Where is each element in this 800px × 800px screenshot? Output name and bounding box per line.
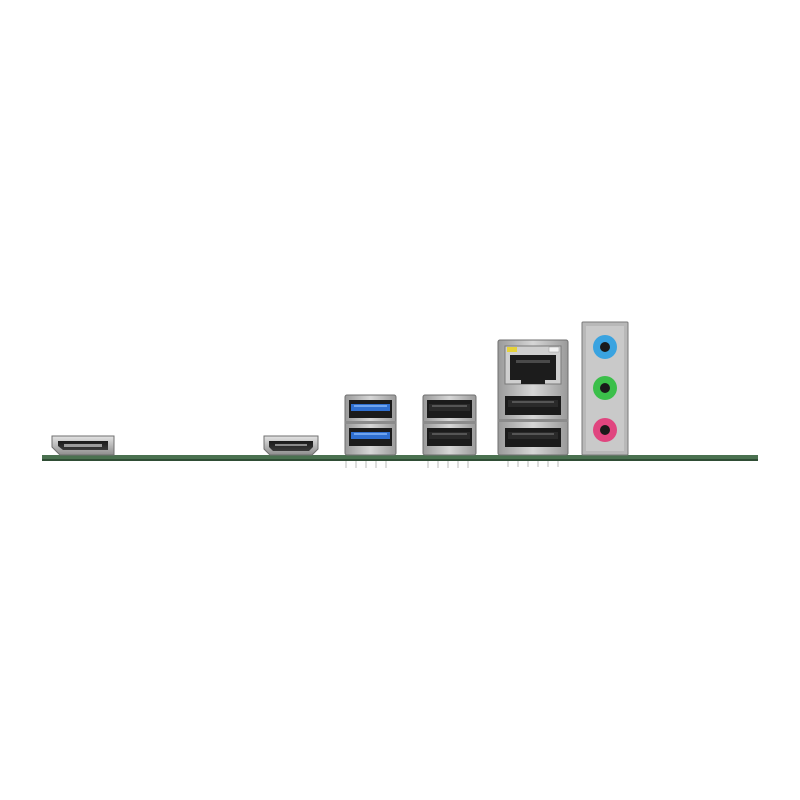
hdmi-icon <box>263 435 319 456</box>
lan-led-right <box>548 346 560 353</box>
usb-icon <box>427 428 472 446</box>
pcb-surface <box>42 455 758 459</box>
usb3-port-stack <box>344 394 397 456</box>
usb-icon <box>349 400 392 418</box>
usb-icon <box>505 396 561 415</box>
pcb-edge <box>42 459 758 461</box>
pcb-board <box>42 455 758 468</box>
usb-icon <box>349 428 392 446</box>
lan-led-left <box>507 347 517 352</box>
audio-jack-stack <box>581 321 629 456</box>
audio-jack-icon <box>593 418 617 442</box>
usb-icon <box>427 400 472 418</box>
usb-icon <box>505 428 561 447</box>
lan-usb-stack <box>497 339 569 456</box>
usb2-port-stack <box>422 394 477 456</box>
audio-jack-icon <box>593 376 617 400</box>
ethernet-icon <box>504 345 562 385</box>
audio-jack-icon <box>593 335 617 359</box>
solder-pins <box>345 461 559 468</box>
displayport-icon <box>51 435 115 456</box>
